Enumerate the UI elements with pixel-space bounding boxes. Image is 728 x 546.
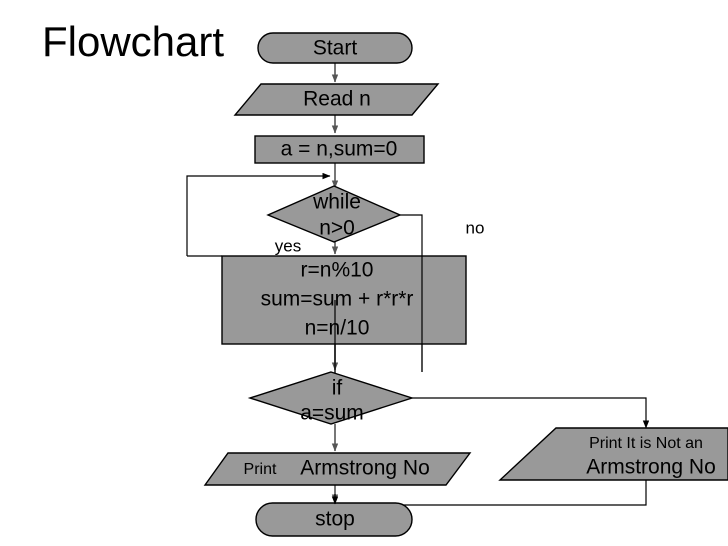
node-print-not-armstrong[interactable]: Print It is Not an Armstrong No (498, 427, 728, 481)
init-shape (254, 135, 425, 164)
node-process[interactable]: r=n%10 sum=sum + r*r*r n=n/10 (221, 255, 467, 345)
stop-label: stop (315, 508, 355, 531)
print-no-label-line2: Armstrong No (586, 456, 716, 479)
connector-loop-back-to-while (186, 172, 331, 256)
process-label-line2: sum=sum + r*r*r (261, 288, 414, 311)
node-stop[interactable]: stop (255, 502, 413, 537)
process-label-line1: r=n%10 (301, 259, 374, 282)
while-label-line2: n>0 (319, 217, 355, 240)
print-no-label-line1: Print It is Not an (589, 435, 703, 452)
if-label-line2: a=sum (300, 402, 364, 425)
edge-label-yes: yes (275, 236, 301, 255)
while-label-line1: while (312, 191, 361, 214)
while-shape (266, 185, 402, 243)
read-shape (233, 83, 440, 116)
node-read[interactable]: Read n (233, 83, 440, 116)
print-no-shape (498, 427, 728, 481)
node-if[interactable]: if a=sum (247, 371, 415, 425)
page-title: Flowchart (42, 18, 225, 65)
connector-if-to-print-no (412, 397, 650, 429)
print-yes-label: Armstrong No (300, 457, 430, 480)
process-label-line3: n=n/10 (305, 317, 370, 340)
node-start[interactable]: Start (257, 32, 413, 64)
process-shape (221, 255, 467, 345)
start-shape (257, 32, 413, 64)
read-label: Read n (303, 88, 371, 111)
edge-label-no: no (466, 218, 485, 237)
print-yes-prefix: Print (244, 461, 277, 478)
print-yes-shape (203, 452, 472, 486)
if-label-line1: if (332, 377, 343, 400)
start-label: Start (313, 37, 358, 60)
connector-print-no-to-stop (337, 480, 647, 506)
init-label: a = n,sum=0 (281, 138, 398, 161)
if-shape (247, 371, 415, 425)
node-init[interactable]: a = n,sum=0 (254, 135, 425, 164)
node-while[interactable]: while n>0 (266, 185, 402, 243)
node-print-armstrong[interactable]: Print Armstrong No (203, 452, 472, 486)
